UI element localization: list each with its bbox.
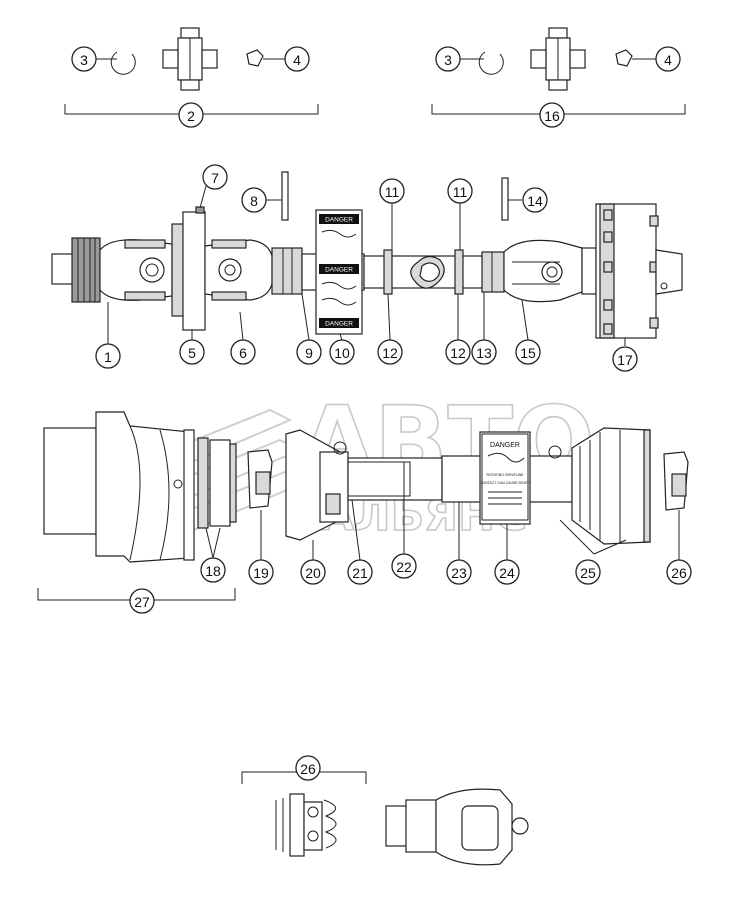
- callout-23: 23: [446, 559, 472, 585]
- warning-decal-24: DANGER ROTATING DRIVELINE CONTACT CAN CA…: [479, 431, 531, 525]
- svg-text:22: 22: [396, 559, 412, 575]
- callout-22: 22: [391, 553, 417, 579]
- svg-text:11: 11: [453, 184, 468, 200]
- svg-text:16: 16: [544, 108, 560, 124]
- svg-text:10: 10: [334, 345, 350, 361]
- callout-19: 19: [248, 559, 274, 585]
- decal-10-danger-1: DANGER: [325, 217, 353, 224]
- decal-10-danger-3: DANGER: [325, 321, 353, 328]
- kit-16-circlip: [478, 51, 504, 75]
- callout-12: 12: [445, 339, 471, 365]
- callout-18: 18: [200, 557, 226, 583]
- callout-4: 4: [655, 46, 681, 72]
- svg-text:27: 27: [134, 594, 150, 610]
- kit-26-yoke: [385, 788, 529, 866]
- decal-24-text-2: CONTACT CAN CAUSE DEATH: [480, 481, 531, 485]
- svg-text:3: 3: [444, 52, 452, 68]
- kit-16-cross-spider: [530, 27, 586, 91]
- callout-24: 24: [494, 559, 520, 585]
- svg-text:4: 4: [293, 52, 301, 68]
- svg-text:26: 26: [300, 761, 316, 777]
- kit-2-circlip: [110, 51, 136, 75]
- callout-11: 11: [447, 178, 473, 204]
- callout-25: 25: [575, 559, 601, 585]
- callout-27: 27: [129, 588, 155, 614]
- svg-text:1: 1: [104, 349, 112, 365]
- svg-text:13: 13: [476, 345, 492, 361]
- svg-text:20: 20: [305, 565, 321, 581]
- callout-2: 2: [178, 102, 204, 128]
- callout-1: 1: [95, 343, 121, 369]
- warning-decal-10: DANGER DANGER DANGER: [319, 214, 359, 328]
- callout-13: 13: [471, 339, 497, 365]
- ring-8: [281, 171, 289, 221]
- svg-text:19: 19: [253, 565, 269, 581]
- callout-21: 21: [347, 559, 373, 585]
- svg-text:26: 26: [671, 565, 687, 581]
- driveline-assembly: DANGER DANGER DANGER: [51, 171, 683, 339]
- callout-12: 12: [377, 339, 403, 365]
- leader-lines: [107, 185, 680, 561]
- svg-text:5: 5: [188, 345, 196, 361]
- decal-24-text-1: ROTATING DRIVELINE: [486, 473, 524, 477]
- svg-text:2: 2: [187, 108, 195, 124]
- callout-20: 20: [300, 559, 326, 585]
- callout-5: 5: [179, 339, 205, 365]
- ring-14: [501, 177, 509, 221]
- svg-text:14: 14: [527, 193, 543, 209]
- svg-text:21: 21: [352, 565, 368, 581]
- kit-26-parts: [241, 771, 367, 857]
- svg-text:24: 24: [499, 565, 515, 581]
- callout-26: 26: [295, 755, 321, 781]
- callout-10: 10: [329, 339, 355, 365]
- svg-text:25: 25: [580, 565, 596, 581]
- callout-14: 14: [522, 187, 548, 213]
- callout-7: 7: [202, 164, 228, 190]
- svg-text:23: 23: [451, 565, 467, 581]
- guard-assembly: DANGER ROTATING DRIVELINE CONTACT CAN CA…: [43, 411, 689, 563]
- svg-text:9: 9: [305, 345, 313, 361]
- svg-text:12: 12: [382, 345, 398, 361]
- decal-10-danger-2: DANGER: [325, 267, 353, 274]
- decal-24-danger: DANGER: [490, 442, 520, 449]
- svg-text:15: 15: [520, 345, 536, 361]
- svg-text:8: 8: [250, 193, 258, 209]
- callout-16: 16: [539, 102, 565, 128]
- svg-text:17: 17: [617, 352, 633, 368]
- svg-text:11: 11: [385, 184, 400, 200]
- svg-text:4: 4: [664, 52, 672, 68]
- callout-3: 3: [71, 46, 97, 72]
- callout-6: 6: [230, 339, 256, 365]
- callouts: 3 4 2 3 4 16 7 8 11 11 14 1 5 6 9 10 12 …: [71, 46, 692, 781]
- kit-2-cross-spider: [162, 27, 218, 91]
- kit-16-grease-nipple: [615, 49, 656, 67]
- callout-3: 3: [435, 46, 461, 72]
- svg-text:3: 3: [80, 52, 88, 68]
- callout-17: 17: [612, 346, 638, 372]
- callout-4: 4: [284, 46, 310, 72]
- callout-15: 15: [515, 339, 541, 365]
- callout-11: 11: [379, 178, 405, 204]
- callout-9: 9: [296, 339, 322, 365]
- svg-text:12: 12: [450, 345, 466, 361]
- svg-text:6: 6: [239, 345, 247, 361]
- callout-8: 8: [241, 187, 267, 213]
- svg-text:7: 7: [211, 170, 219, 186]
- callout-26: 26: [666, 559, 692, 585]
- kit-2-grease-nipple: [246, 49, 285, 67]
- svg-text:18: 18: [205, 563, 221, 579]
